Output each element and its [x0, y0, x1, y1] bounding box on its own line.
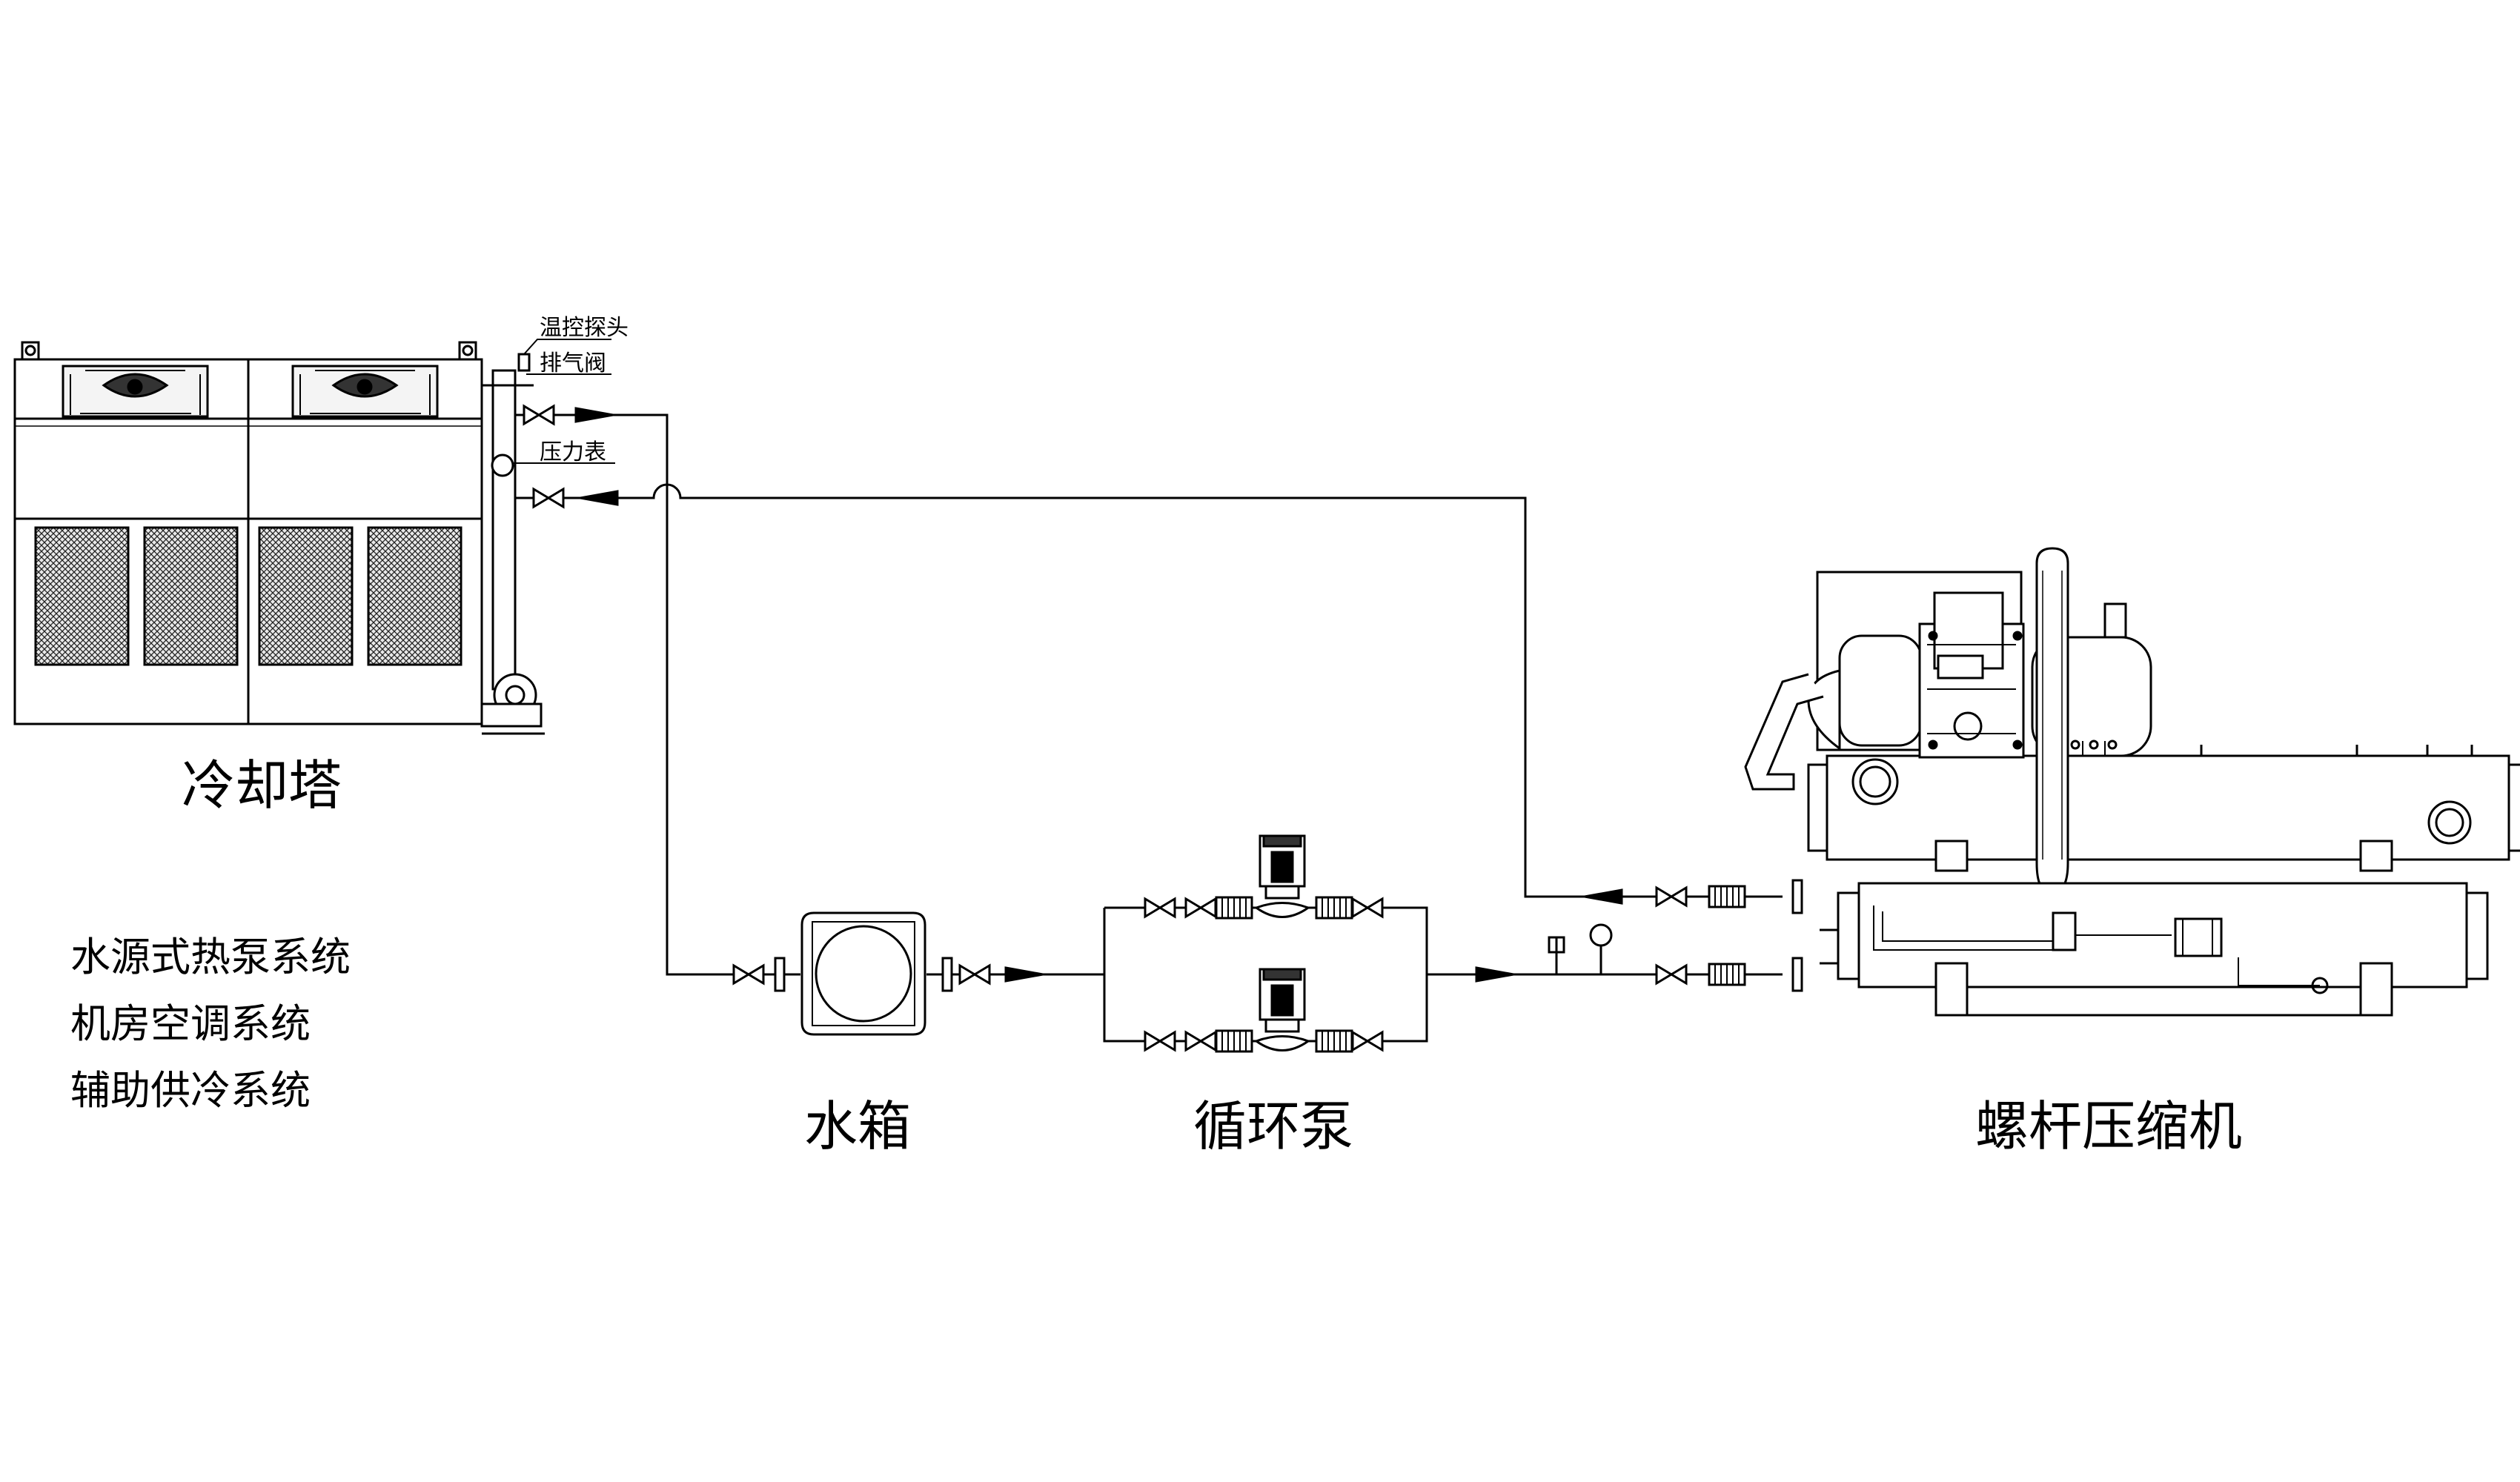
pressure-gauge-icon [1589, 923, 1613, 974]
vent-valve-label: 排气阀 [540, 350, 606, 376]
temp-probe-label: 温控探头 [540, 315, 629, 341]
temp-probe-icon [517, 353, 531, 372]
discharge-pipe [2035, 547, 2069, 894]
system-list: 水源式热泵系统 机房空调系统 辅助供冷系统 [70, 934, 351, 1114]
water-tank-label: 水箱 [804, 1095, 911, 1157]
pressure-gauge-label: 压力表 [540, 439, 606, 465]
circulation-pump-label: 循环泵 [1193, 1095, 1353, 1157]
suction-pipe [1744, 673, 1824, 791]
pump-line-lower [1144, 968, 1384, 1053]
screw-compressor-unit [1744, 547, 2520, 1017]
screw-compressor-label: 螺杆压缩机 [1975, 1095, 2242, 1157]
fill-panel [143, 526, 239, 666]
lower-vessel [1820, 882, 2489, 1017]
flex-joint [1708, 963, 1746, 986]
system-item: 水源式热泵系统 [70, 934, 351, 980]
circulation-pump [1253, 834, 1311, 918]
flange [1791, 879, 1803, 914]
shutoff-valve [523, 405, 555, 425]
lifting-lug [21, 341, 40, 362]
pump-line-upper [1144, 834, 1384, 920]
circulation-pump [1253, 968, 1311, 1051]
flow-arrow [1004, 966, 1044, 983]
fan-unit [291, 365, 439, 418]
fan-unit [62, 365, 209, 418]
pressure-gauge-icon [491, 453, 514, 477]
flow-arrow [1475, 966, 1515, 983]
shutoff-valve [732, 964, 765, 985]
flex-joint [1708, 885, 1746, 908]
shutoff-valve [958, 964, 991, 985]
fill-panel [367, 526, 462, 666]
flange [941, 957, 953, 992]
fill-panel [258, 526, 354, 666]
shutoff-valve [1655, 964, 1688, 985]
flow-arrow [574, 407, 614, 423]
shutoff-valve [1655, 886, 1688, 907]
lifting-lug [458, 341, 477, 362]
cooling-tower [13, 339, 615, 735]
compressor-body [1807, 591, 2025, 759]
upper-vessel [1807, 745, 2520, 872]
flow-arrow [579, 490, 619, 506]
system-item: 辅助供冷系统 [70, 1067, 311, 1114]
shutoff-valve [532, 488, 565, 508]
flow-arrow [1583, 888, 1623, 905]
thermometer-icon [1548, 936, 1565, 974]
cooling-tower-label: 冷却塔 [182, 754, 342, 817]
flange [1791, 957, 1803, 992]
water-tank [800, 911, 926, 1036]
system-item: 机房空调系统 [70, 1000, 311, 1047]
fill-panel [34, 526, 130, 666]
pipe-network [515, 413, 1783, 1043]
flange [774, 957, 786, 992]
